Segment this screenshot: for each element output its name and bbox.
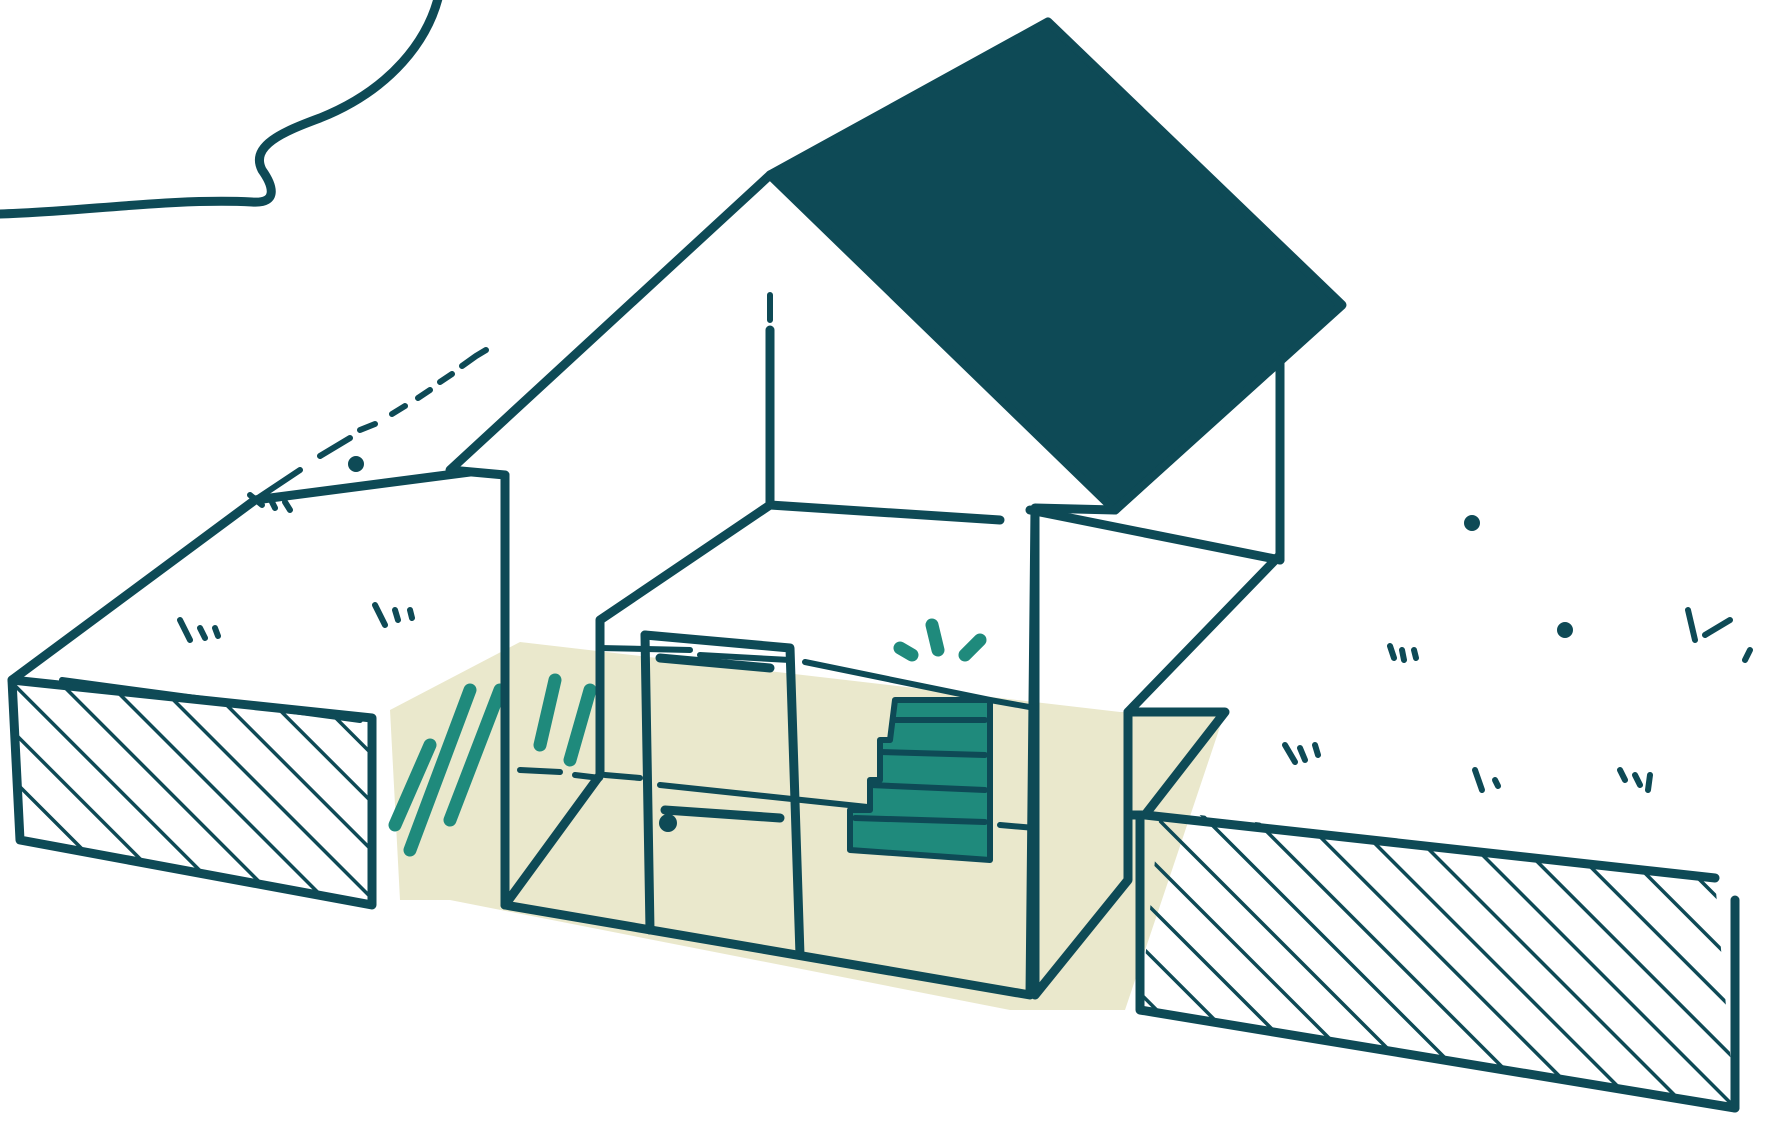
ground-right [1130, 712, 1735, 1110]
speech-bubble [0, 0, 440, 214]
door-knob [659, 814, 677, 832]
roof [770, 22, 1342, 510]
